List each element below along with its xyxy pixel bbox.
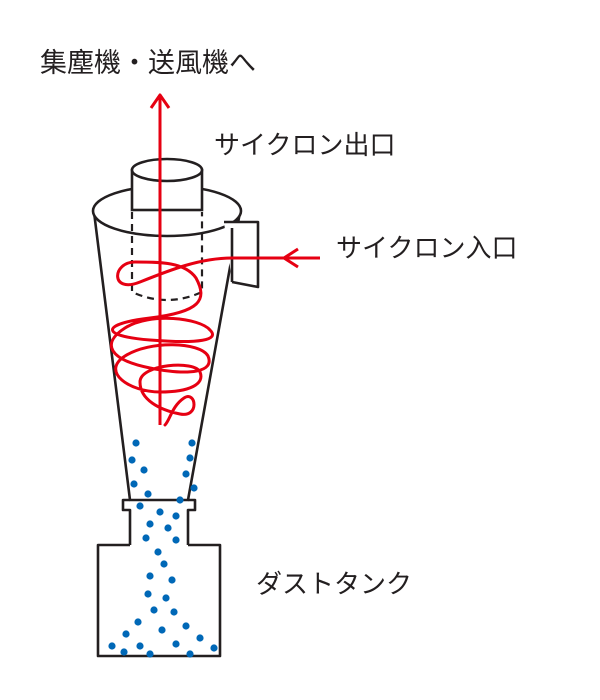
- dust-particle: [210, 644, 218, 652]
- dust-particle: [136, 642, 144, 650]
- airflow-spiral: [109, 256, 234, 427]
- dust-particle: [130, 480, 138, 488]
- dust-particle: [164, 524, 172, 532]
- dust-particle: [170, 608, 178, 616]
- dust-particle: [172, 536, 180, 544]
- dust-particle: [144, 590, 152, 598]
- dust-particle: [186, 454, 194, 462]
- dust-particles: [108, 439, 218, 658]
- dust-particle: [196, 634, 204, 642]
- dust-particle: [132, 439, 140, 447]
- inlet-arrowhead: [282, 247, 299, 269]
- dust-particle: [188, 439, 196, 447]
- dust-particle: [120, 648, 128, 656]
- dust-particle: [182, 470, 190, 478]
- dust-particle: [168, 576, 176, 584]
- dust-particle: [186, 650, 194, 658]
- dust-particle: [108, 642, 116, 650]
- dust-particle: [162, 594, 170, 602]
- dust-particle: [154, 548, 162, 556]
- dust-particle: [144, 490, 152, 498]
- dust-particle: [146, 520, 154, 528]
- cyclone-cone: [92, 211, 242, 502]
- outlet-label: サイクロン出口: [214, 131, 396, 161]
- dust-particle: [134, 618, 142, 626]
- inlet-label: サイクロン入口: [336, 234, 518, 264]
- dust-particle: [160, 560, 168, 568]
- dust-particle: [146, 650, 154, 658]
- dust-particle: [158, 626, 166, 634]
- outlet-pipe-top: [130, 157, 204, 183]
- dust-tank-label: ダストタンク: [256, 570, 413, 600]
- dust-particle: [136, 502, 144, 510]
- dust-particle: [190, 484, 198, 492]
- dust-particle: [142, 534, 150, 542]
- dust-particle: [128, 456, 136, 464]
- dust-particle: [140, 466, 148, 474]
- dust-particle: [150, 606, 158, 614]
- dust-tank: [96, 543, 222, 658]
- destination-label: 集塵機・送風機へ: [40, 48, 256, 79]
- dust-particle: [146, 572, 154, 580]
- dust-particle: [172, 640, 180, 648]
- dust-particle: [182, 622, 190, 630]
- dust-particle: [122, 630, 130, 638]
- dust-particle: [156, 508, 164, 516]
- cyclone-neck: [121, 498, 197, 545]
- outlet-arrowhead: [149, 93, 171, 109]
- dust-particle: [172, 512, 180, 520]
- dust-particle: [176, 496, 184, 504]
